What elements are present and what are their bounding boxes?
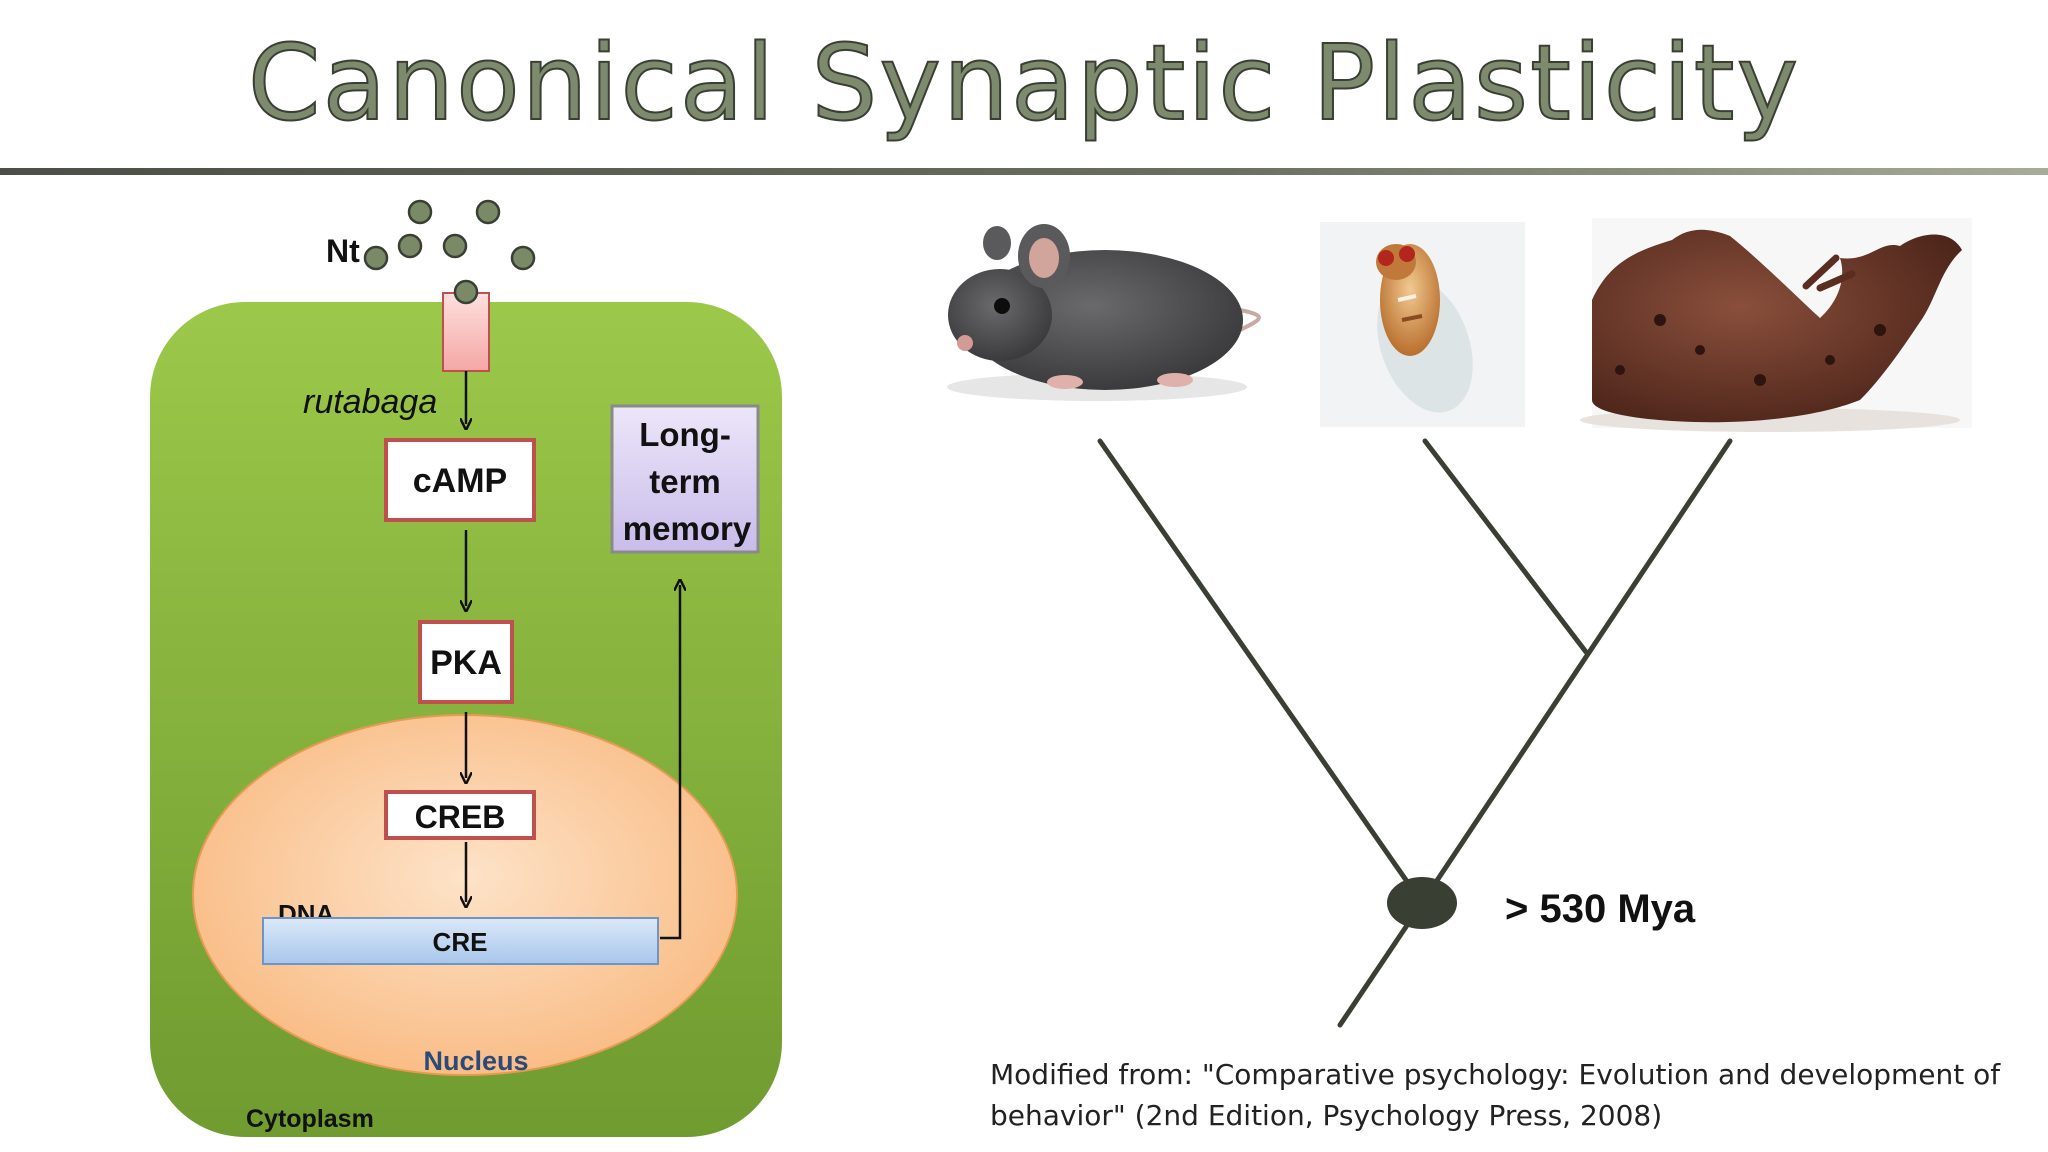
tree-branch-fly	[1422, 438, 1589, 655]
tree-branch-slug	[1419, 438, 1733, 906]
sea-slug-picture	[1580, 218, 1972, 432]
cre-label: CRE	[433, 927, 488, 957]
molecule	[475, 199, 501, 225]
mouse-picture	[947, 224, 1261, 401]
molecule	[407, 199, 433, 225]
ancestor-node	[1387, 877, 1457, 929]
ancestor-node-label: > 530 Mya	[1505, 887, 1696, 931]
receptor	[442, 292, 490, 372]
bound-molecule	[453, 279, 479, 305]
rutabaga-label: rutabaga	[303, 383, 437, 421]
neurotransmitter-molecules	[363, 199, 536, 271]
cre-bar	[262, 917, 659, 965]
pka-box	[418, 620, 514, 704]
nucleus-label: Nucleus	[423, 1046, 528, 1076]
molecule	[510, 245, 536, 271]
cell-diagram: Nt rutabaga cAMP PKA CREB DNA CRE Nucleu…	[150, 199, 782, 1137]
cytoplasm-label: Cytoplasm	[246, 1105, 374, 1133]
pathway-arrows	[466, 371, 680, 940]
citation-line-2: behavior" (2nd Edition, Psychology Press…	[990, 1099, 1663, 1132]
creb-label: CREB	[415, 799, 506, 835]
slide-title: Canonical Synaptic Plasticity	[247, 21, 1801, 145]
camp-label: cAMP	[413, 462, 507, 500]
molecule	[363, 245, 389, 271]
fruit-fly-picture	[1320, 222, 1525, 427]
memory-label-line-3: memory	[623, 510, 752, 547]
title-divider	[0, 168, 2048, 175]
molecule	[397, 233, 423, 259]
nt-label: Nt	[326, 233, 360, 269]
tree-branch-mouse	[1097, 438, 1425, 906]
memory-box	[610, 404, 760, 554]
phylogenetic-tree	[1097, 438, 1733, 1028]
creb-box	[384, 790, 536, 840]
camp-box	[384, 438, 536, 522]
citation: Modified from: "Comparative psychology: …	[990, 1054, 2030, 1136]
memory-label-line-2: term	[649, 463, 721, 500]
pka-label: PKA	[430, 644, 502, 682]
memory-label-line-1: Long-	[639, 416, 731, 453]
citation-line-1: Modified from: "Comparative psychology: …	[990, 1058, 2001, 1091]
molecule	[442, 233, 468, 259]
